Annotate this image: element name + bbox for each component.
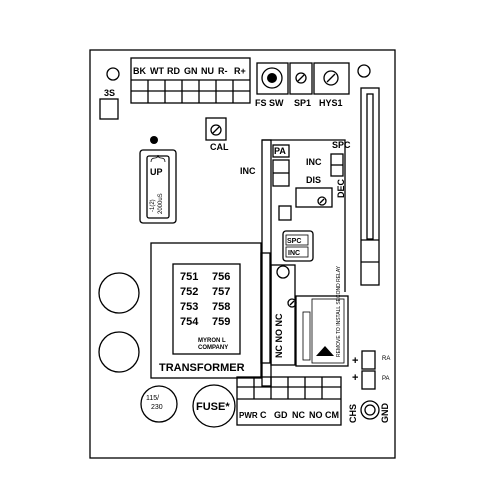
terminal-top-3: GN [184,66,198,76]
label-fuse: FUSE* [196,401,230,413]
sp1-box [289,62,313,95]
terminal-bottom-1: C [260,410,267,420]
terminal-top-4: NU [201,66,214,76]
model-754: 754 [180,316,199,328]
label-plus-2: + [352,372,358,384]
terminal-bottom-2: GD [274,410,288,420]
terminal-bottom-0: PWR [239,411,258,420]
bottom-terminal-strip: PWR C GD NC NO CM [236,376,342,426]
label-inc-left: INC [240,166,256,176]
sp1-pot-icon [295,72,307,84]
label-dis: DIS [306,175,321,185]
label-myron: MYRON L [198,338,226,344]
cal-box [205,117,227,141]
model-751: 751 [180,271,198,283]
top-terminal-strip: BK WT RD GN NU R- R+ [130,57,251,104]
label-hys1: HYS1 [319,98,343,108]
label-pa-small: PA [382,376,390,382]
cal-pot-icon [210,124,222,136]
label-spc-box: SPC [287,238,301,245]
module-edge-strip [261,139,272,387]
component-3s [99,98,119,120]
terminal-top-5: R- [218,66,228,76]
model-758: 758 [212,301,230,313]
dis-box [295,187,333,208]
voltage-selector [140,385,178,423]
label-pa: PA [274,146,286,156]
dis-pot-icon [317,196,327,206]
module-bracket [262,139,346,292]
mount-hole-top-right [357,64,371,78]
indicator-dot [150,136,158,144]
board-outline [89,49,396,459]
small-component [278,205,292,221]
fs-sw-ring [261,67,283,89]
fs-sw-button [267,73,277,83]
label-gnd: GND [380,403,390,424]
fs-sw-box [256,62,289,95]
terminal-top-6: R+ [234,66,246,76]
mount-hole-top-left [106,67,120,81]
label-company: COMPANY [198,345,228,351]
pa-box [272,144,290,158]
label-relay-text: REMOVE TO INSTALL SECOND RELAY [336,265,342,357]
label-chs: CHS [348,404,358,423]
up-chip-outer [139,149,177,224]
label-fs-sw: FS SW [255,98,284,108]
capacitor-2 [98,331,140,373]
label-dec: DEC [336,178,346,198]
relay: NC NO NC REMOVE TO INSTALL SECOND RELAY [270,264,349,367]
label-cal: CAL [210,142,229,152]
label-sp1: SP1 [294,98,311,108]
capacitor-1 [98,272,140,314]
terminal-bottom-4: NO [309,410,323,420]
label-spc-right: SPC [332,140,351,150]
spc-inc-switch [282,230,314,262]
model-756: 756 [212,271,230,283]
label-inc-box: INC [288,250,300,257]
label-transformer: TRANSFORMER [159,362,245,374]
fuse [192,384,236,428]
ra-connector [361,370,376,390]
terminal-bottom-5: CM [325,410,339,420]
transformer: 751 756 752 757 753 758 754 759 MYRON L … [150,242,271,379]
label-3s: 3S [104,88,115,98]
label-inc-right: INC [306,157,322,167]
terminal-top-2: RD [167,66,180,76]
label-nc-no-nc: NC NO NC [274,313,284,358]
chip-text-2: 2000uS [158,193,164,214]
ground-screw [360,400,380,420]
label-up: UP [150,167,163,177]
label-voltage-top: 115/ [146,395,159,402]
terminal-bottom-3: NC [292,410,305,420]
model-759: 759 [212,316,230,328]
hys1-pot-icon [323,70,339,86]
terminal-top-1: WT [150,66,164,76]
model-752: 752 [180,286,198,298]
model-753: 753 [180,301,198,313]
relay-arrow-icon [316,346,334,356]
label-voltage-bottom: 230 [151,404,163,411]
chip-text-1: -1(2) [150,199,156,212]
pa-connector [361,350,376,370]
model-757: 757 [212,286,230,298]
label-plus-1: + [352,355,358,367]
right-connector-strip [360,87,380,286]
label-ra-small: RA [382,356,390,362]
hys1-box [313,62,350,95]
terminal-top-0: BK [133,66,146,76]
